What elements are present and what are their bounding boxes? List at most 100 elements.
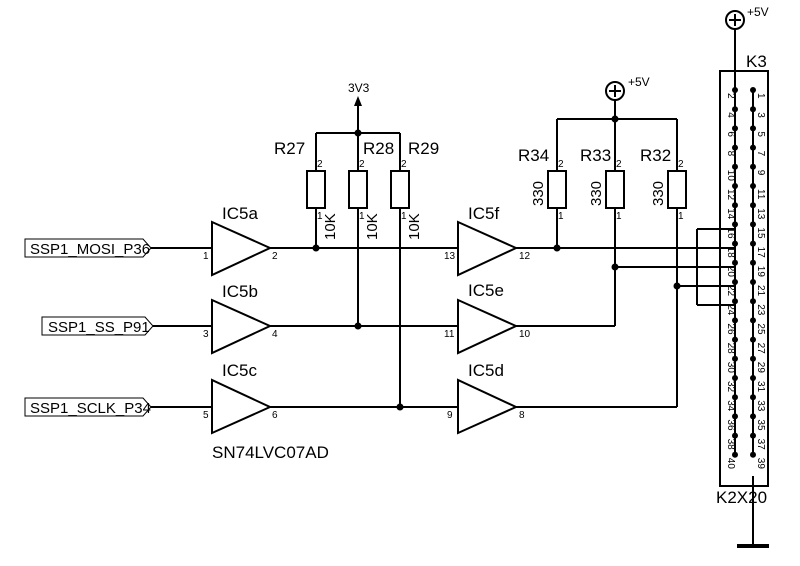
connector-k3-pin-label: 7 <box>755 151 766 157</box>
buffer-ic5a-pin-in: 1 <box>203 251 209 262</box>
connector-k3-pin-dot <box>732 413 738 420</box>
net-label-sclk-text: SSP1_SCLK_P34 <box>30 400 151 417</box>
resistor-r34: R34 2 1 330 <box>518 146 567 222</box>
connector-k3-pin-label: 19 <box>755 266 766 278</box>
supply-3v3: 3V3 <box>348 81 370 133</box>
resistor-r33-value: 330 <box>588 181 605 206</box>
connector-k3: K3 K2X20 2468101214161820222426283032343… <box>716 52 769 507</box>
connector-k3-pin-label: 29 <box>755 362 766 374</box>
resistor-r29-pin2: 2 <box>401 159 407 170</box>
junction-dot <box>396 403 404 411</box>
resistor-r28-pin1: 1 <box>359 211 365 222</box>
resistor-r29-pin1: 1 <box>401 211 407 222</box>
part-number-label: SN74LVC07AD <box>212 443 329 462</box>
connector-k3-pin-label: 25 <box>755 323 766 335</box>
connector-k3-pin-label: 17 <box>755 247 766 259</box>
connector-k3-pin-label: 5 <box>755 131 766 137</box>
connector-k3-pin-dot <box>732 144 738 151</box>
connector-k3-pin-label: 34 <box>725 400 736 412</box>
connector-k3-pin-label: 13 <box>755 208 766 220</box>
junction-dot <box>354 129 362 137</box>
connector-k3-pin-label: 40 <box>725 458 736 470</box>
connector-k3-pin-label: 38 <box>725 439 736 451</box>
connector-k3-pin-label: 8 <box>725 151 736 157</box>
buffer-ic5f-name: IC5f <box>468 204 499 223</box>
connector-k3-pin-dot <box>732 240 738 247</box>
buffer-ic5d-pin-out: 8 <box>519 410 525 421</box>
connector-k3-pin-label: 9 <box>755 170 766 176</box>
buffer-ic5b-name: IC5b <box>222 282 258 301</box>
buffer-ic5c-name: IC5c <box>222 361 257 380</box>
resistor-r28-value: 10K <box>364 213 381 240</box>
connector-k3-pin-dot <box>750 355 756 362</box>
connector-k3-pin-dot <box>750 317 756 324</box>
resistor-r32-pin2: 2 <box>678 159 684 170</box>
connector-k3-pin-dot <box>732 298 738 305</box>
connector-k3-pin-dot <box>732 87 738 93</box>
net-label-ss-text: SSP1_SS_P91 <box>48 319 150 336</box>
connector-k3-pin-label: 10 <box>725 170 736 182</box>
connector-k3-pin-label: 30 <box>725 362 736 374</box>
connector-k3-pin-dot <box>750 87 756 93</box>
supply-5v-mid: +5V <box>605 75 650 101</box>
junction-dot <box>673 282 681 290</box>
connector-k3-pin-dot <box>750 202 756 209</box>
buffer-ic5f: IC5f 13 12 <box>444 204 531 277</box>
connector-k3-pin-dot <box>750 144 756 151</box>
buffer-ic5d-pin-in: 9 <box>447 410 453 421</box>
connector-k3-pin-dot <box>732 259 738 266</box>
resistor-r34-value: 330 <box>530 181 547 206</box>
connector-k3-pin-dot <box>750 183 756 189</box>
net-label-ss: SSP1_SS_P91 <box>41 316 154 336</box>
buffer-ic5f-pin-out: 12 <box>519 251 531 262</box>
connector-k3-pins: 2468101214161820222426283032343638401357… <box>725 87 766 469</box>
buffer-ic5c-pin-out: 6 <box>272 410 278 421</box>
connector-k3-pin-label: 3 <box>755 112 766 118</box>
resistor-r33: R33 2 1 330 <box>580 146 625 222</box>
supply-5v-mid-label: +5V <box>628 75 650 89</box>
connector-k3-pin-dot <box>750 298 756 305</box>
buffer-ic5e-pin-in: 11 <box>444 329 455 340</box>
connector-k3-pin-label: 22 <box>725 285 736 297</box>
connector-k3-pin-dot <box>732 317 738 324</box>
connector-k3-pin-label: 20 <box>725 266 736 278</box>
connector-k3-pin-dot <box>750 375 756 381</box>
connector-k3-pin-label: 28 <box>725 343 736 355</box>
connector-k3-pin-dot <box>750 240 756 247</box>
arrow-up-icon <box>354 96 362 106</box>
connector-k3-pin-label: 33 <box>755 400 766 412</box>
resistor-r32-pin1: 1 <box>678 211 684 222</box>
buffer-ic5e-pin-out: 10 <box>519 329 531 340</box>
connector-k3-pin-label: 15 <box>755 227 766 239</box>
connector-k3-pin-label: 39 <box>755 458 766 470</box>
buffer-ic5d-name: IC5d <box>468 361 504 380</box>
resistor-r29-name: R29 <box>408 139 439 158</box>
connector-k3-pin-dot <box>732 375 738 381</box>
buffer-ic5a-name: IC5a <box>222 204 258 223</box>
resistor-r34-name: R34 <box>518 146 549 165</box>
connector-k3-pin-label: 16 <box>725 227 736 239</box>
supply-5v-top-label: +5V <box>747 5 769 19</box>
resistor-r27-pin1: 1 <box>317 211 323 222</box>
connector-k3-pin-label: 37 <box>755 439 766 451</box>
connector-k3-name: K3 <box>746 52 767 71</box>
connector-k3-pin-dot <box>750 125 756 132</box>
connector-k3-pin-dot <box>732 451 738 458</box>
connector-k3-pin-label: 18 <box>725 247 736 259</box>
buffer-ic5a-pin-out: 2 <box>272 251 278 262</box>
connector-k3-pin-dot <box>732 394 738 401</box>
supply-3v3-label: 3V3 <box>348 81 370 95</box>
connector-k3-pin-label: 12 <box>725 189 736 201</box>
connector-k3-pin-dot <box>750 259 756 266</box>
resistor-r27-pin2: 2 <box>317 159 323 170</box>
connector-k3-pin-dot <box>750 106 756 113</box>
connector-k3-pin-label: 36 <box>725 419 736 431</box>
connector-k3-pin-label: 26 <box>725 323 736 335</box>
junction-dot <box>354 322 362 330</box>
buffer-ic5e: IC5e 11 10 <box>444 281 531 355</box>
connector-k3-pin-label: 4 <box>725 112 736 118</box>
buffer-ic5c: IC5c 5 6 SN74LVC07AD <box>203 361 329 462</box>
net-label-sclk: SSP1_SCLK_P34 <box>24 397 152 417</box>
resistor-r28-name: R28 <box>363 139 394 158</box>
